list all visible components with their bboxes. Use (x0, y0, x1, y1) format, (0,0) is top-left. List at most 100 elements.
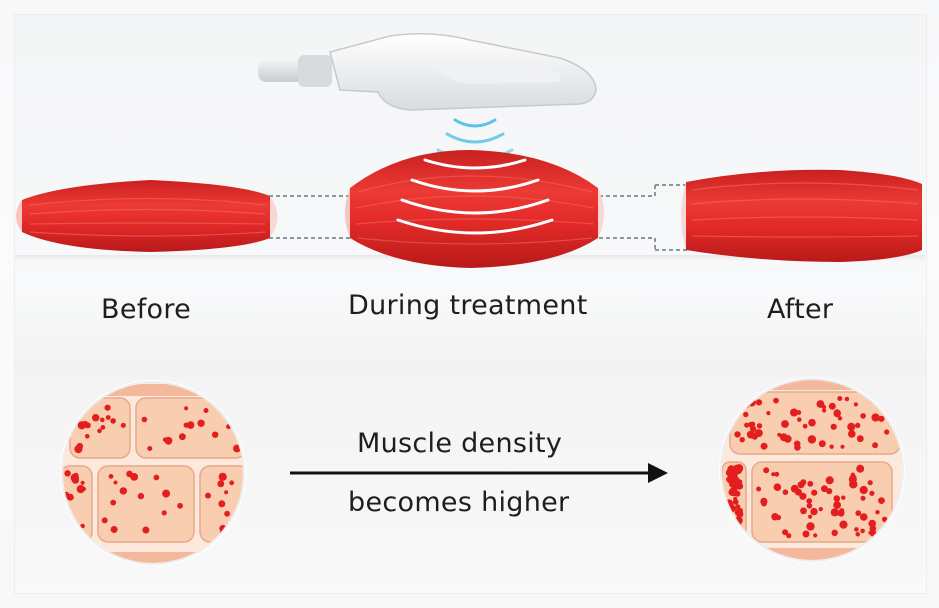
cell-dot (241, 511, 243, 517)
cell-dot (126, 470, 133, 478)
cell-dot (232, 416, 239, 423)
cell-dot (807, 480, 814, 487)
cell-dot (808, 418, 816, 427)
cell-dot (771, 513, 779, 521)
cell-dot (726, 476, 733, 483)
cell-dot (813, 533, 818, 538)
cell-dot (64, 470, 71, 477)
cell-dot (841, 495, 846, 500)
cell-dot (833, 495, 841, 502)
cell-dot (799, 492, 807, 500)
cell-dot (739, 437, 745, 443)
cell-dot (830, 508, 839, 517)
cell-dot (727, 520, 732, 526)
cell-dot (806, 522, 815, 531)
cell-dot (80, 480, 85, 485)
cell-dot (74, 445, 83, 454)
cell-dot (183, 422, 189, 428)
cell-dot (878, 415, 885, 422)
cell-dot (821, 404, 827, 410)
cell-dot (744, 422, 750, 428)
cell-dot (218, 500, 226, 508)
cell-dot (860, 495, 866, 501)
cell-dot (847, 422, 856, 431)
cell-dot (856, 464, 865, 473)
cell-dot (97, 428, 102, 434)
cell-dot (137, 492, 145, 500)
cell-dot (790, 484, 799, 493)
cell-dot (81, 486, 86, 491)
cell-dot (766, 411, 771, 416)
cell-dot (119, 487, 128, 495)
cell-dot (224, 510, 231, 517)
cell-dot (797, 481, 805, 489)
cell-dot (782, 529, 789, 536)
cell-dot (736, 483, 742, 489)
cell-dot (869, 490, 875, 496)
cell-dot (794, 444, 801, 451)
cell-dot (829, 444, 834, 449)
cell-dot (773, 397, 779, 404)
cell-dot (840, 444, 845, 449)
cell-dot (854, 527, 859, 532)
cell-dot (848, 430, 856, 438)
cell-dot (855, 422, 861, 429)
cell-dot (205, 492, 211, 499)
cell-dot (92, 414, 100, 422)
cell-dot (725, 468, 734, 477)
cell-dot (147, 446, 153, 451)
cell-dot (839, 520, 848, 529)
cell-dot (802, 530, 810, 538)
cell-dot (733, 475, 738, 480)
cell-dot (186, 421, 195, 429)
cell-dot (833, 501, 841, 509)
cell-dot (755, 399, 763, 406)
tissue-before-circle (60, 380, 246, 566)
cell-dot (164, 436, 173, 445)
cell-dot (871, 413, 880, 422)
cell-dot (120, 422, 126, 428)
cell-dot (229, 480, 235, 486)
cell-dot (821, 485, 828, 493)
cell-dot (783, 435, 792, 443)
cell-dot (806, 498, 813, 504)
cell-dot (81, 420, 89, 428)
cell-dot (855, 532, 861, 537)
cell-dot (730, 531, 739, 540)
cell-dot (882, 516, 888, 522)
cell-dot (197, 419, 205, 427)
cell-dot (726, 526, 733, 533)
cell-dot (771, 472, 776, 477)
cell-dot (734, 530, 740, 536)
cell-dot (811, 489, 818, 496)
cell-dot (73, 473, 79, 479)
cell-dot (100, 417, 105, 423)
cell-dot (733, 530, 741, 539)
tissue-after-circle (719, 377, 905, 563)
cell-dot (161, 510, 167, 516)
cell-dot (860, 413, 866, 419)
cell-dot (837, 416, 843, 421)
cell-dot (756, 486, 762, 492)
cell-dot (212, 431, 219, 438)
cell-dot (104, 404, 111, 411)
cell-dot (855, 510, 862, 516)
cell-dot (856, 435, 864, 443)
cell-dot (85, 434, 90, 439)
cell-dot (239, 508, 243, 517)
cell-dot (179, 433, 186, 441)
cell-dot (833, 409, 841, 418)
label-muscle-density: Muscle density (357, 428, 563, 459)
label-after: After (767, 294, 834, 325)
cell-dot (859, 485, 868, 495)
cell-dot (110, 526, 118, 533)
cell-dot (800, 507, 807, 515)
cell-dot (110, 418, 116, 424)
cell-dot (142, 526, 150, 534)
cell-dot (790, 408, 798, 417)
cell-dot (113, 480, 118, 485)
cell-dot (822, 408, 827, 413)
cell-dot (203, 408, 209, 413)
cell-dot (831, 529, 838, 536)
